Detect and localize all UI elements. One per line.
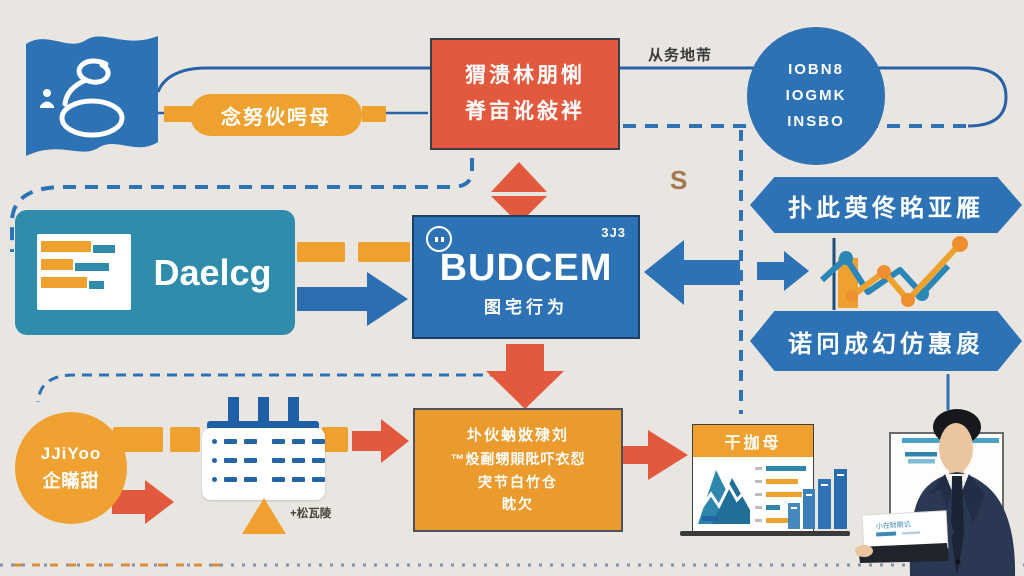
calendar-post <box>228 397 239 424</box>
face <box>939 423 973 473</box>
orange-circle-line2: 企瞞甜 <box>42 471 100 492</box>
presenter-card-text: 小在财期讥 <box>875 520 910 531</box>
pill-left-tab <box>164 106 192 122</box>
main-box-title: BUDCEM <box>439 246 613 289</box>
blue-left-arrow-icon <box>644 240 740 305</box>
orange-circle-node: JJiYoo 企瞞甜 <box>15 412 127 524</box>
banner-bottom-label: 诺冋成幻仿惠扊 <box>788 330 984 358</box>
diamond-bottom-icon <box>491 196 547 224</box>
red-down-arrow-icon <box>486 344 564 409</box>
orange-dash <box>170 427 200 452</box>
module-box-node: Daelcg <box>15 210 295 335</box>
banner-bottom-node: 诺冋成幻仿惠扊 <box>750 311 1022 371</box>
mid-dashed-line <box>10 158 474 252</box>
bar-1 <box>788 503 800 529</box>
tablet <box>858 543 949 563</box>
orange-dash <box>113 427 163 452</box>
dashboard-card-header: 干拁母 <box>692 424 814 458</box>
orange-circle-line1: JJiYoo <box>40 444 102 463</box>
mountain-chart-icon <box>698 462 750 524</box>
red-right-arrow-2-icon <box>352 419 409 463</box>
process-box-line2: 脊亩讹敍袢 <box>465 100 585 123</box>
orange-dash <box>297 242 345 262</box>
calendar-post <box>288 397 299 424</box>
circle-badge-line3: INSBO <box>787 113 845 131</box>
face-dots-icon <box>426 226 452 252</box>
calendar-icon <box>202 428 325 500</box>
blue-right-arrow-icon <box>297 272 408 326</box>
banner-top-node: 扑此萸佟眳亚雁 <box>750 177 1022 233</box>
hand <box>855 545 873 557</box>
circle-badge-line2: IOGMK <box>785 86 847 104</box>
s-marker: S <box>670 165 688 195</box>
lower-dashed-line <box>36 373 500 403</box>
detail-box-line3: 宊节白竹仓 <box>478 473 558 490</box>
calendar-stand-icon <box>242 498 286 534</box>
pill-right-tab <box>362 106 386 122</box>
process-box-node: 猬溃林朋悧 脊亩讹敍袢 <box>430 38 620 150</box>
tie <box>951 476 964 576</box>
main-box-node: 3J3 BUDCEM 图宅行为 <box>412 215 640 339</box>
orange-dash <box>358 242 410 262</box>
laptop-base <box>680 531 850 536</box>
mini-trend-chart <box>819 236 968 310</box>
blue-small-right-arrow-icon <box>757 251 809 291</box>
flag-icon <box>26 36 158 156</box>
circle-badge-line1: IOBN8 <box>788 60 844 78</box>
main-box-corner-tag: 3J3 <box>601 225 626 240</box>
pill-step-node: 念努伙呺母 <box>190 94 362 136</box>
main-box-subtitle: 图宅行为 <box>484 297 568 317</box>
circle-badge-node: IOBN8 IOGMK INSBO <box>747 27 885 165</box>
bar-3 <box>818 479 831 529</box>
module-box-label-wrap: Daelcg <box>135 210 290 335</box>
pill-step-label: 念努伙呺母 <box>221 106 331 129</box>
module-box-label: Daelcg <box>153 251 272 293</box>
banner-top-label: 扑此萸佟眳亚雁 <box>788 194 984 222</box>
red-right-arrow-3-icon <box>620 430 688 480</box>
detail-box-node: 圤伙蚋敚殔刘 ™炈㓰甥賏阰吓衣㤠 宊节白竹仓 眈欠 <box>413 408 623 532</box>
bar-4 <box>834 469 847 529</box>
top-connector-line <box>156 66 1008 128</box>
process-box-line1: 猬溃林朋悧 <box>465 64 585 88</box>
detail-box-line1: 圤伙蚋敚殔刘 <box>466 427 569 445</box>
presenter-illustration: 小在财期讥 <box>855 409 1016 576</box>
calendar-top-bar <box>207 421 319 430</box>
calendar-note: +松瓦陵 <box>290 508 332 520</box>
dashboard-card-title: 干拁母 <box>724 435 782 452</box>
diamond-top-icon <box>491 162 547 192</box>
detail-box-line2: ™炈㓰甥賏阰吓衣㤠 <box>450 451 586 468</box>
service-label: 从务地芾 <box>648 47 713 64</box>
person-icon <box>40 89 54 108</box>
detail-box-line4: 眈欠 <box>502 496 534 513</box>
bar-2 <box>803 489 815 529</box>
red-right-arrow-1-icon <box>112 480 174 524</box>
calendar-post <box>258 397 269 424</box>
dashboard-legend-rows <box>755 466 806 531</box>
gantt-icon <box>37 234 131 310</box>
orange-dash <box>322 427 348 452</box>
